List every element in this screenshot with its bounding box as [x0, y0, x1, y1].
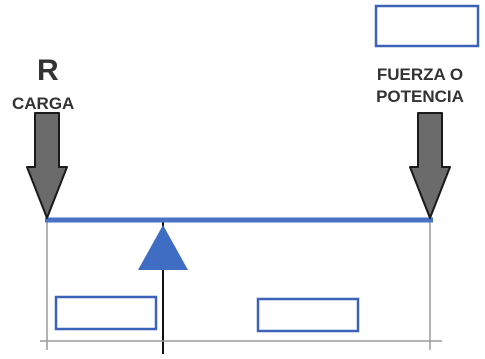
effort-answer-box[interactable]	[374, 4, 480, 48]
load-arrow-icon	[26, 112, 68, 219]
effort-label-line-2: POTENCIA	[376, 87, 464, 106]
effort-label: FUERZA O POTENCIA	[355, 64, 485, 108]
load-arm-answer-box[interactable]	[54, 295, 158, 331]
fulcrum-triangle	[138, 225, 188, 270]
load-label: CARGA	[12, 94, 75, 113]
effort-arm-answer-box[interactable]	[256, 297, 360, 333]
effort-label-line-1: FUERZA O	[376, 65, 464, 84]
effort-arrow-icon	[409, 112, 451, 219]
load-symbol-label: R	[37, 54, 59, 87]
